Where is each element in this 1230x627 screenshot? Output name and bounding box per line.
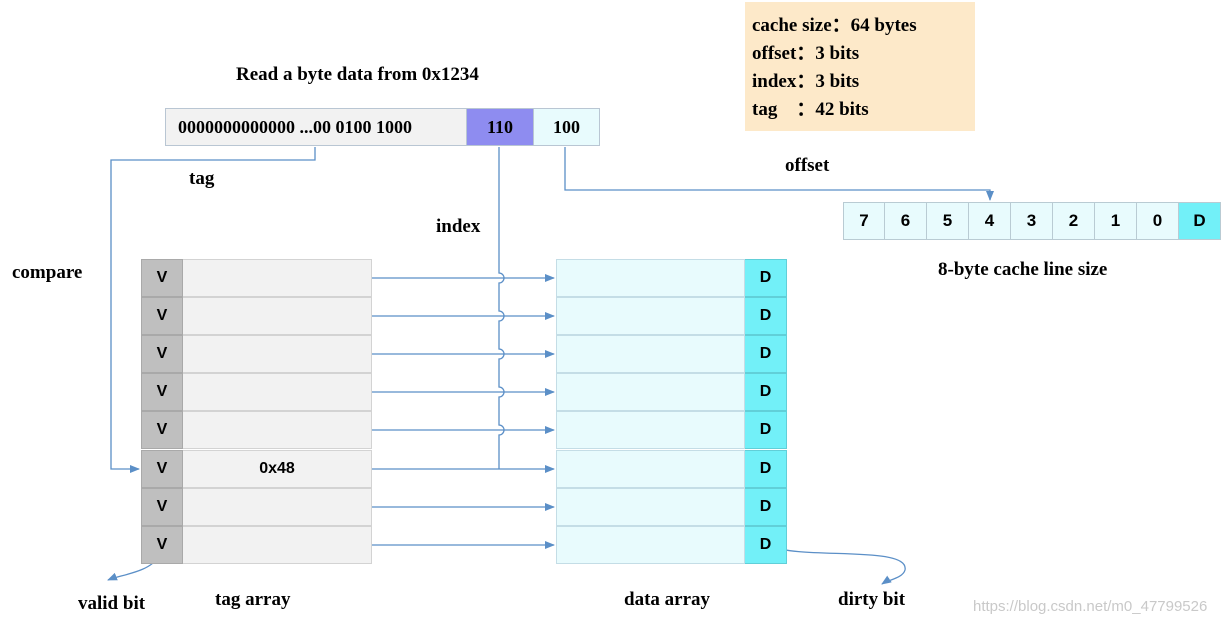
data-cell (556, 297, 745, 335)
dirty-bit-cell: D (745, 411, 787, 449)
cache-line-byte: 2 (1053, 202, 1095, 240)
dirty-bit-cell: D (745, 526, 787, 564)
tag-cell: 0x48 (183, 450, 372, 488)
tag-array: V V V V V V 0x48 V V (141, 259, 372, 564)
cache-line-byte: 5 (927, 202, 969, 240)
valid-bit-cell: V (141, 411, 183, 449)
data-cell (556, 335, 745, 373)
diagram-title: Read a byte data from 0x1234 (236, 64, 479, 85)
cache-line-byte: 7 (843, 202, 885, 240)
dirty-bit-cell: D (745, 335, 787, 373)
tag-cell (183, 526, 372, 564)
cache-params-box: cache size：64 bytes offset：3 bits index：… (745, 2, 975, 131)
tag-label: tag (189, 168, 215, 189)
address-tag-field: 0000000000000 ...00 0100 1000 (165, 108, 467, 146)
valid-bit-cell: V (141, 297, 183, 335)
cache-line: 7 6 5 4 3 2 1 0 D (843, 202, 1221, 240)
dirty-bit-cell: D (745, 450, 787, 488)
tag-cell (183, 297, 372, 335)
cache-line-dirty-bit: D (1179, 202, 1221, 240)
data-cell (556, 526, 745, 564)
index-label: index (436, 216, 481, 237)
dirty-bit-callout (771, 545, 906, 585)
cache-line-byte: 6 (885, 202, 927, 240)
cache-line-byte: 3 (1011, 202, 1053, 240)
valid-bit-cell: V (141, 526, 183, 564)
data-cell (556, 411, 745, 449)
data-cell (556, 259, 745, 297)
valid-bit-cell: V (141, 450, 183, 488)
index-line (498, 147, 505, 469)
data-cell (556, 488, 745, 526)
tag-cell (183, 335, 372, 373)
data-array: D D D D D D D D (556, 259, 787, 564)
cache-line-byte: 1 (1095, 202, 1137, 240)
tag-cell (183, 411, 372, 449)
offset-bits-text: offset：3 bits (752, 43, 860, 64)
address-index-field: 110 (467, 108, 534, 146)
dirty-bit-cell: D (745, 297, 787, 335)
watermark: https://blog.csdn.net/m0_47799526 (973, 598, 1208, 615)
dirty-bit-cell: D (745, 259, 787, 297)
data-array-label: data array (624, 589, 711, 610)
valid-bit-cell: V (141, 335, 183, 373)
valid-bit-cell: V (141, 259, 183, 297)
compare-label: compare (12, 262, 83, 283)
valid-bit-cell: V (141, 373, 183, 411)
offset-line (564, 147, 994, 201)
tag-array-label: tag array (215, 589, 291, 610)
cache-line-size-label: 8-byte cache line size (938, 259, 1108, 280)
dirty-bit-cell: D (745, 488, 787, 526)
offset-label: offset (785, 155, 830, 176)
cache-line-byte: 4 (969, 202, 1011, 240)
tag-cell (183, 259, 372, 297)
address-offset-field: 100 (534, 108, 600, 146)
tag-cell (183, 373, 372, 411)
index-bits-text: index：3 bits (752, 71, 860, 92)
tag-bits-text: tag ：42 bits (752, 99, 869, 120)
valid-bit-cell: V (141, 488, 183, 526)
dirty-bit-cell: D (745, 373, 787, 411)
data-cell (556, 450, 745, 488)
cache-size-text: cache size：64 bytes (752, 15, 917, 36)
cache-line-byte: 0 (1137, 202, 1179, 240)
valid-bit-label: valid bit (78, 593, 146, 614)
address-register: 0000000000000 ...00 0100 1000 110 100 (165, 108, 600, 146)
dirty-bit-label: dirty bit (838, 589, 906, 610)
tag-cell (183, 488, 372, 526)
tag-compare-line (110, 147, 316, 473)
data-cell (556, 373, 745, 411)
